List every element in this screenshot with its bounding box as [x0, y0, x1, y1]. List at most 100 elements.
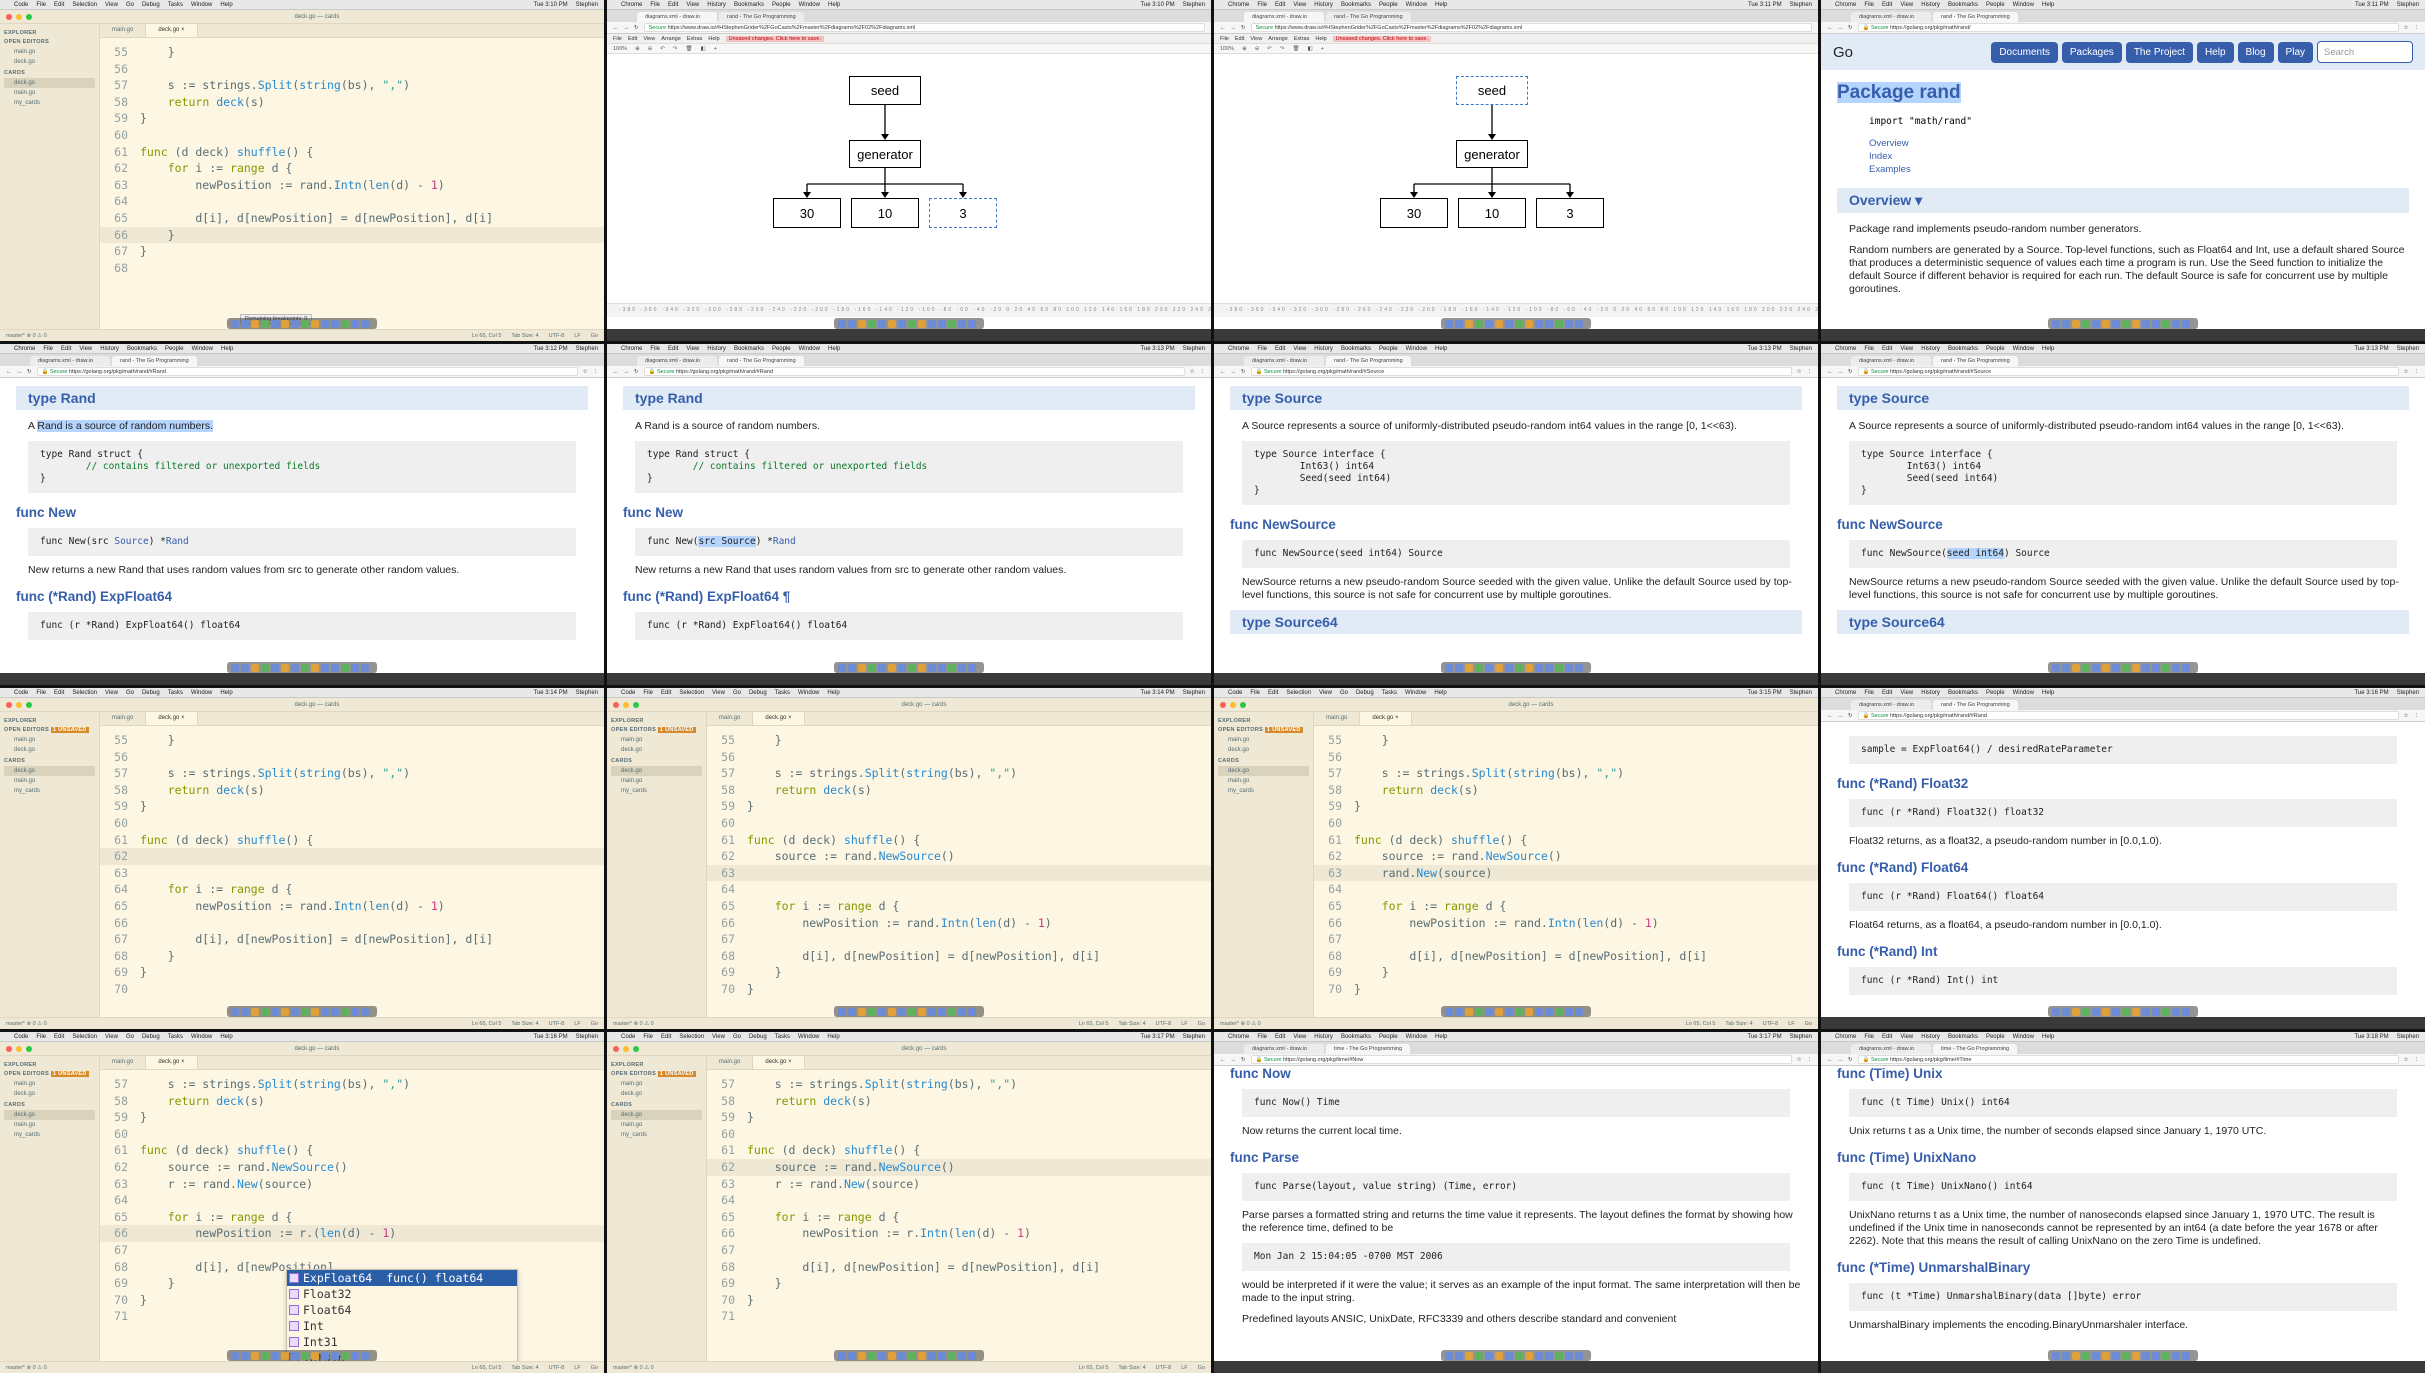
dock-app-icon[interactable]	[878, 1007, 886, 1016]
menu-item[interactable]: Window	[2012, 1, 2034, 8]
menu-item[interactable]: Chrome	[1835, 1033, 1857, 1040]
code-line[interactable]: 55 }	[100, 44, 604, 61]
dock-app-icon[interactable]	[968, 663, 976, 672]
menubar-user[interactable]: Stephen	[1182, 1033, 1205, 1040]
drawio-menu-item[interactable]: Edit	[627, 35, 638, 42]
menu-item[interactable]: File	[643, 1033, 654, 1040]
menu-item[interactable]: Help	[220, 345, 234, 352]
zoom-level[interactable]: 100%	[613, 45, 628, 52]
git-branch-status[interactable]: master* ⊗ 0 ⚠ 0	[613, 1364, 654, 1371]
dock-app-icon[interactable]	[331, 663, 339, 672]
nav-button[interactable]: Packages	[2061, 41, 2122, 63]
code-line[interactable]: 65 for i := range d {	[1314, 898, 1818, 915]
code-line[interactable]: 60	[100, 127, 604, 144]
menu-item[interactable]: File	[36, 1, 47, 8]
dock-app-icon[interactable]	[1475, 1007, 1483, 1016]
code-line[interactable]: 60	[1314, 815, 1818, 832]
menu-item[interactable]: Bookmarks	[126, 345, 157, 352]
menu-item[interactable]: Chrome	[621, 1, 643, 8]
tab-deck-go[interactable]: deck.go ×	[146, 1056, 198, 1069]
menu-item[interactable]: View	[712, 689, 725, 696]
browser-tab[interactable]: diagrams.xml - draw.io	[1851, 1044, 1931, 1054]
explorer-file[interactable]: my_cards	[621, 1132, 648, 1138]
drawio-menu-item[interactable]: View	[643, 35, 656, 42]
browser-tab[interactable]: diagrams.xml - draw.io	[1851, 356, 1931, 366]
browser-tab[interactable]: diagrams.xml - draw.io	[1244, 12, 1324, 22]
bookmark-star-icon[interactable]: ☆	[2403, 368, 2409, 375]
menu-item[interactable]: View	[712, 1033, 725, 1040]
dock-app-icon[interactable]	[2182, 663, 2190, 672]
menu-item[interactable]: Selection	[72, 1033, 98, 1040]
back-icon[interactable]: ←	[613, 24, 619, 31]
menu-item[interactable]: Edit	[668, 1, 679, 8]
menu-dots-icon[interactable]: ⋮	[1806, 1056, 1813, 1063]
menu-item[interactable]: View	[1293, 1033, 1307, 1040]
explorer-file[interactable]: my_cards	[1228, 788, 1255, 794]
zoom-window-button[interactable]	[26, 1045, 32, 1052]
menu-item[interactable]: Window	[191, 1, 213, 8]
forward-icon[interactable]: →	[16, 368, 23, 375]
close-tab-icon[interactable]: ×	[788, 1059, 792, 1065]
dock-app-icon[interactable]	[1465, 319, 1473, 328]
browser-tab[interactable]: time - The Go Programming	[1933, 1044, 2018, 1054]
dock-app-icon[interactable]	[2152, 1351, 2160, 1360]
tab-deck-go[interactable]: deck.go ×	[753, 712, 805, 725]
code-line[interactable]: 68 d[i], d[newPosition] = d[newPosition]…	[707, 948, 1211, 965]
code-line[interactable]: 63	[707, 864, 1211, 882]
menu-dots-icon[interactable]: ⋮	[1806, 368, 1813, 375]
dock-app-icon[interactable]	[231, 319, 239, 328]
forward-icon[interactable]: →	[1230, 24, 1237, 31]
code-line[interactable]: 64	[707, 1192, 1211, 1209]
menu-dots-icon[interactable]: ⋮	[2413, 24, 2420, 31]
menu-item[interactable]: Go	[732, 689, 741, 696]
page-content[interactable]: type Source A Source represents a source…	[1214, 378, 1818, 673]
menu-item[interactable]: People	[1985, 345, 2005, 352]
menu-item[interactable]: File	[1250, 689, 1261, 696]
menu-item[interactable]: Edit	[1882, 345, 1893, 352]
dock-app-icon[interactable]	[1525, 1007, 1533, 1016]
menu-item[interactable]: View	[1319, 689, 1332, 696]
bookmark-star-icon[interactable]: ☆	[1796, 1056, 1802, 1063]
dock-app-icon[interactable]	[948, 1007, 956, 1016]
menu-item[interactable]: History	[1314, 1, 1333, 8]
menu-item[interactable]: Edit	[1268, 689, 1279, 696]
back-icon[interactable]: ←	[613, 368, 619, 375]
tab-main-go[interactable]: main.go	[100, 24, 147, 37]
dock-app-icon[interactable]	[2162, 663, 2170, 672]
dock-app-icon[interactable]	[968, 1007, 976, 1016]
dock-app-icon[interactable]	[2112, 663, 2120, 672]
dock-app-icon[interactable]	[928, 1007, 936, 1016]
dock-app-icon[interactable]	[948, 319, 956, 328]
menu-item[interactable]: Window	[1405, 345, 1427, 352]
dock-app-icon[interactable]	[361, 1007, 369, 1016]
menu-item[interactable]: Help	[1434, 1033, 1448, 1040]
code-line[interactable]: 62 source := rand.NewSource()	[100, 1159, 604, 1176]
menu-item[interactable]: Code	[621, 1033, 636, 1040]
explorer-file[interactable]: main.go	[1228, 778, 1250, 784]
diagram-node-generator[interactable]: generator	[1456, 140, 1528, 168]
menu-item[interactable]: Help	[2041, 1, 2055, 8]
menu-item[interactable]: Window	[798, 689, 820, 696]
bookmark-star-icon[interactable]: ☆	[2403, 24, 2409, 31]
code-line[interactable]: 67	[1314, 931, 1818, 948]
toc-link[interactable]: Examples	[1869, 164, 1911, 175]
dock-app-icon[interactable]	[918, 663, 926, 672]
nav-button[interactable]: Play	[2277, 41, 2313, 63]
dock-app-icon[interactable]	[2052, 663, 2060, 672]
menu-dots-icon[interactable]: ⋮	[592, 368, 599, 375]
reload-icon[interactable]: ↻	[634, 368, 639, 375]
diagram-node-seed[interactable]: seed	[1456, 76, 1528, 105]
open-editor-item[interactable]: main.go	[1228, 737, 1250, 743]
menu-item[interactable]: Help	[2041, 1033, 2055, 1040]
menu-item[interactable]: Window	[191, 1033, 213, 1040]
dock-app-icon[interactable]	[2062, 1007, 2070, 1016]
tab-main-go[interactable]: main.go	[1314, 712, 1361, 725]
eol[interactable]: LF	[574, 332, 581, 339]
explorer-file[interactable]: my_cards	[14, 788, 41, 794]
menu-item[interactable]: View	[105, 1033, 118, 1040]
dock-app-icon[interactable]	[2132, 1351, 2140, 1360]
